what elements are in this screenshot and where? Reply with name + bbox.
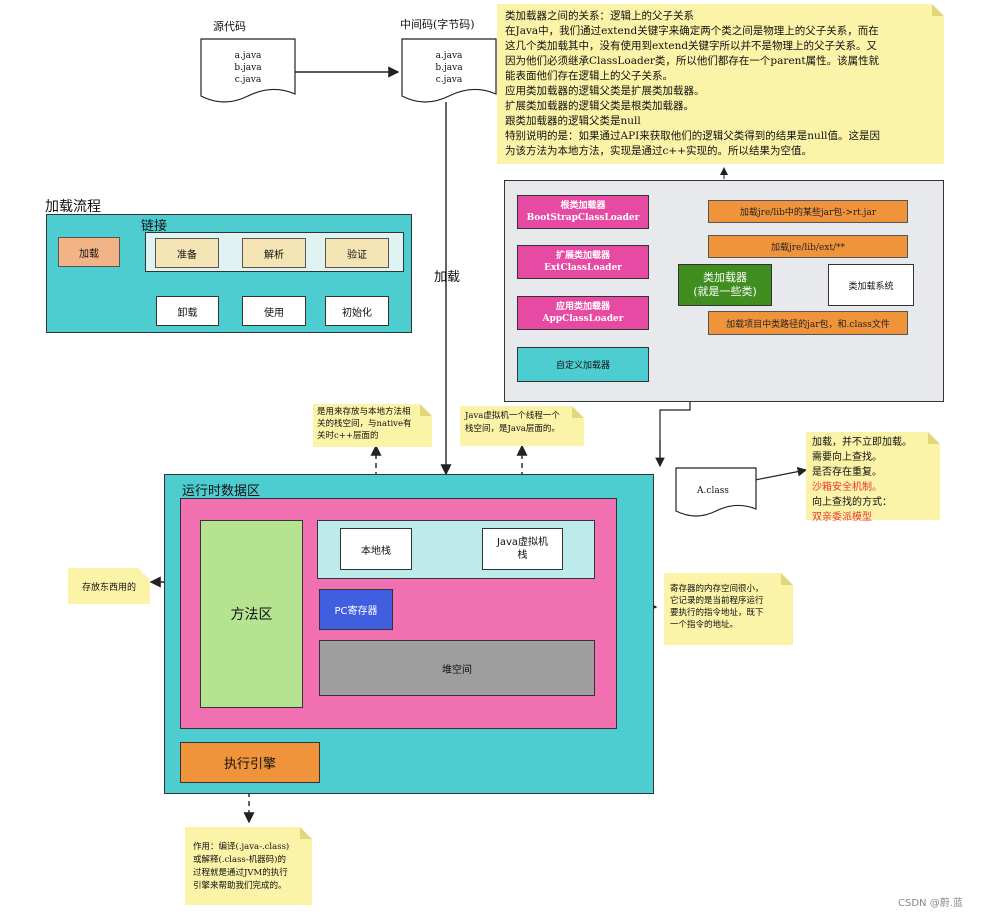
bytecode-file: c.java <box>435 75 463 85</box>
bytecode-file: b.java <box>435 63 463 73</box>
java-vm-stack-label: Java虚拟机 <box>496 537 549 548</box>
resolve-step: 解析 <box>242 238 306 268</box>
classloader-relation-note: 类加载器之间的关系：逻辑上的父子关系 在Java中，我们通过extend关键字来… <box>497 4 944 164</box>
note-line: 类加载器之间的关系：逻辑上的父子关系 <box>505 10 694 22</box>
note-line: 它记录的是当前程序运行 <box>670 596 764 606</box>
note-line: 向上查找的方式： <box>812 497 892 508</box>
note-line: 跟类加载器的逻辑父类是null <box>505 115 641 127</box>
classloader-sublabel: (就是一些类) <box>693 285 757 298</box>
classloading-system: 类加载系统 <box>828 264 914 306</box>
custom-classloader: 自定义加载器 <box>517 347 649 382</box>
load-flow-title: 加载流程 <box>45 199 101 215</box>
pc-register-note: 寄存器的内存空间很小， 它记录的是当前程序运行 要执行的指令地址，既下 一个指令… <box>664 573 793 645</box>
bytecode-file: a.java <box>435 51 463 61</box>
ext-load-desc: 加载jre/lib/ext/** <box>708 235 908 258</box>
runtime-title: 运行时数据区 <box>182 484 261 499</box>
note-line: 寄存器的内存空间很小， <box>670 584 764 594</box>
note-line: Java虚拟机一个线程一个 <box>465 411 560 421</box>
parent-delegation-note: 双亲委派模型 <box>812 512 872 523</box>
note-line: 能表面他们存在逻辑上的父子关系。 <box>505 70 673 82</box>
source-file-list: a.java b.java c.java <box>200 50 296 86</box>
bootstrap-en: BootStrapClassLoader <box>526 213 640 223</box>
method-area-note: 存放东西用的 <box>68 568 150 604</box>
aclass-note: 加载，并不立即加载。 需要向上查找。 是否存在重复。 沙箱安全机制。 向上查找的… <box>806 432 940 523</box>
use-step: 使用 <box>242 296 306 326</box>
app-classloader: 应用类加载器 AppClassLoader <box>517 296 649 330</box>
pc-register: PC寄存器 <box>319 589 393 630</box>
source-file: b.java <box>234 63 262 73</box>
load-step: 加载 <box>58 237 120 267</box>
aclass-document-icon <box>675 467 757 517</box>
note-line: 是否存在重复。 <box>812 467 882 478</box>
note-line: 加载，并不立即加载。 <box>812 437 912 448</box>
native-stack: 本地栈 <box>340 528 412 570</box>
ext-cn: 扩展类加载器 <box>555 251 610 261</box>
note-line: 应用类加载器的逻辑父类是扩展类加载器。 <box>505 85 705 97</box>
bytecode-file-list: a.java b.java c.java <box>401 50 497 86</box>
unload-step: 卸载 <box>156 296 219 326</box>
bootstrap-classloader: 根类加载器 BootStrapClassLoader <box>517 195 649 229</box>
note-line: 需要向上查找。 <box>812 452 882 463</box>
bootstrap-cn: 根类加载器 <box>560 201 606 211</box>
note-line: 过程就是通过JVM的执行 <box>193 868 288 878</box>
note-line: 因为他们必须继承ClassLoader类，所以他们都存在一个parent属性。该… <box>505 55 880 67</box>
note-line: 特别说明的是：如果通过API来获取他们的逻辑父类得到的结果是null值。这是因 <box>505 130 881 142</box>
link-title: 链接 <box>141 219 168 234</box>
native-stack-note: 是用来存放与本地方法相 关的栈空间，与native有 关时c++层面的 <box>313 404 432 447</box>
note-line: 一个指令的地址。 <box>670 620 739 630</box>
classloader-label: 类加载器 <box>703 271 747 284</box>
load-arrow-label: 加载 <box>434 270 461 285</box>
note-line: 这几个类加载其中，没有使用到extend关键字所以并不是物理上的父子关系。又 <box>505 40 878 52</box>
init-step: 初始化 <box>325 296 389 326</box>
note-line: 作用：编译(.java-.class) <box>193 842 290 852</box>
execution-engine: 执行引擎 <box>180 742 320 783</box>
java-stack-note: Java虚拟机一个线程一个 栈空间，是Java层面的。 <box>460 406 584 446</box>
note-line: 关的栈空间，与native有 <box>317 419 412 429</box>
app-load-desc: 加载项目中类路径的jar包，和.class文件 <box>708 311 908 335</box>
note-line: 或解释(.class-机器码)的 <box>193 855 286 865</box>
source-document-icon <box>200 38 296 103</box>
prepare-step: 准备 <box>155 238 219 268</box>
sandbox-note: 沙箱安全机制。 <box>812 482 882 493</box>
note-line: 在Java中，我们通过extend关键字来确定两个类之间是物理上的父子关系，而在 <box>505 25 879 37</box>
app-en: AppClassLoader <box>542 314 624 324</box>
verify-step: 验证 <box>325 238 389 268</box>
ext-en: ExtClassLoader <box>544 263 622 273</box>
app-cn: 应用类加载器 <box>555 302 610 312</box>
source-file: a.java <box>234 51 262 61</box>
watermark: CSDN @蔚.蓝 <box>898 898 963 909</box>
note-line: 关时c++层面的 <box>317 431 379 441</box>
aclass-label: A.class <box>697 486 729 496</box>
bootstrap-load-desc: 加载jre/lib中的某些jar包->rt.jar <box>708 200 908 223</box>
heap-space: 堆空间 <box>319 640 595 696</box>
java-vm-stack: Java虚拟机 栈 <box>482 528 563 570</box>
ext-classloader: 扩展类加载器 ExtClassLoader <box>517 245 649 279</box>
execution-engine-note: 作用：编译(.java-.class) 或解释(.class-机器码)的 过程就… <box>185 827 312 905</box>
source-file: c.java <box>234 75 262 85</box>
note-line: 扩展类加载器的逻辑父类是根类加载器。 <box>505 100 694 112</box>
bytecode-document-icon <box>401 38 497 103</box>
bytecode-title: 中间码(字节码) <box>400 18 475 31</box>
java-vm-stack-label: 栈 <box>517 550 528 561</box>
note-line: 引擎来帮助我们完成的。 <box>193 881 287 891</box>
method-area: 方法区 <box>200 520 303 708</box>
note-line: 是用来存放与本地方法相 <box>317 407 411 417</box>
note-line: 栈空间，是Java层面的。 <box>465 424 560 434</box>
classloader-group: 类加载器 (就是一些类) <box>678 264 772 306</box>
note-line: 要执行的指令地址，既下 <box>670 608 764 618</box>
note-line: 为该方法为本地方法，实现是通过c++实现的。所以结果为空值。 <box>505 145 812 157</box>
source-title: 源代码 <box>213 20 246 33</box>
